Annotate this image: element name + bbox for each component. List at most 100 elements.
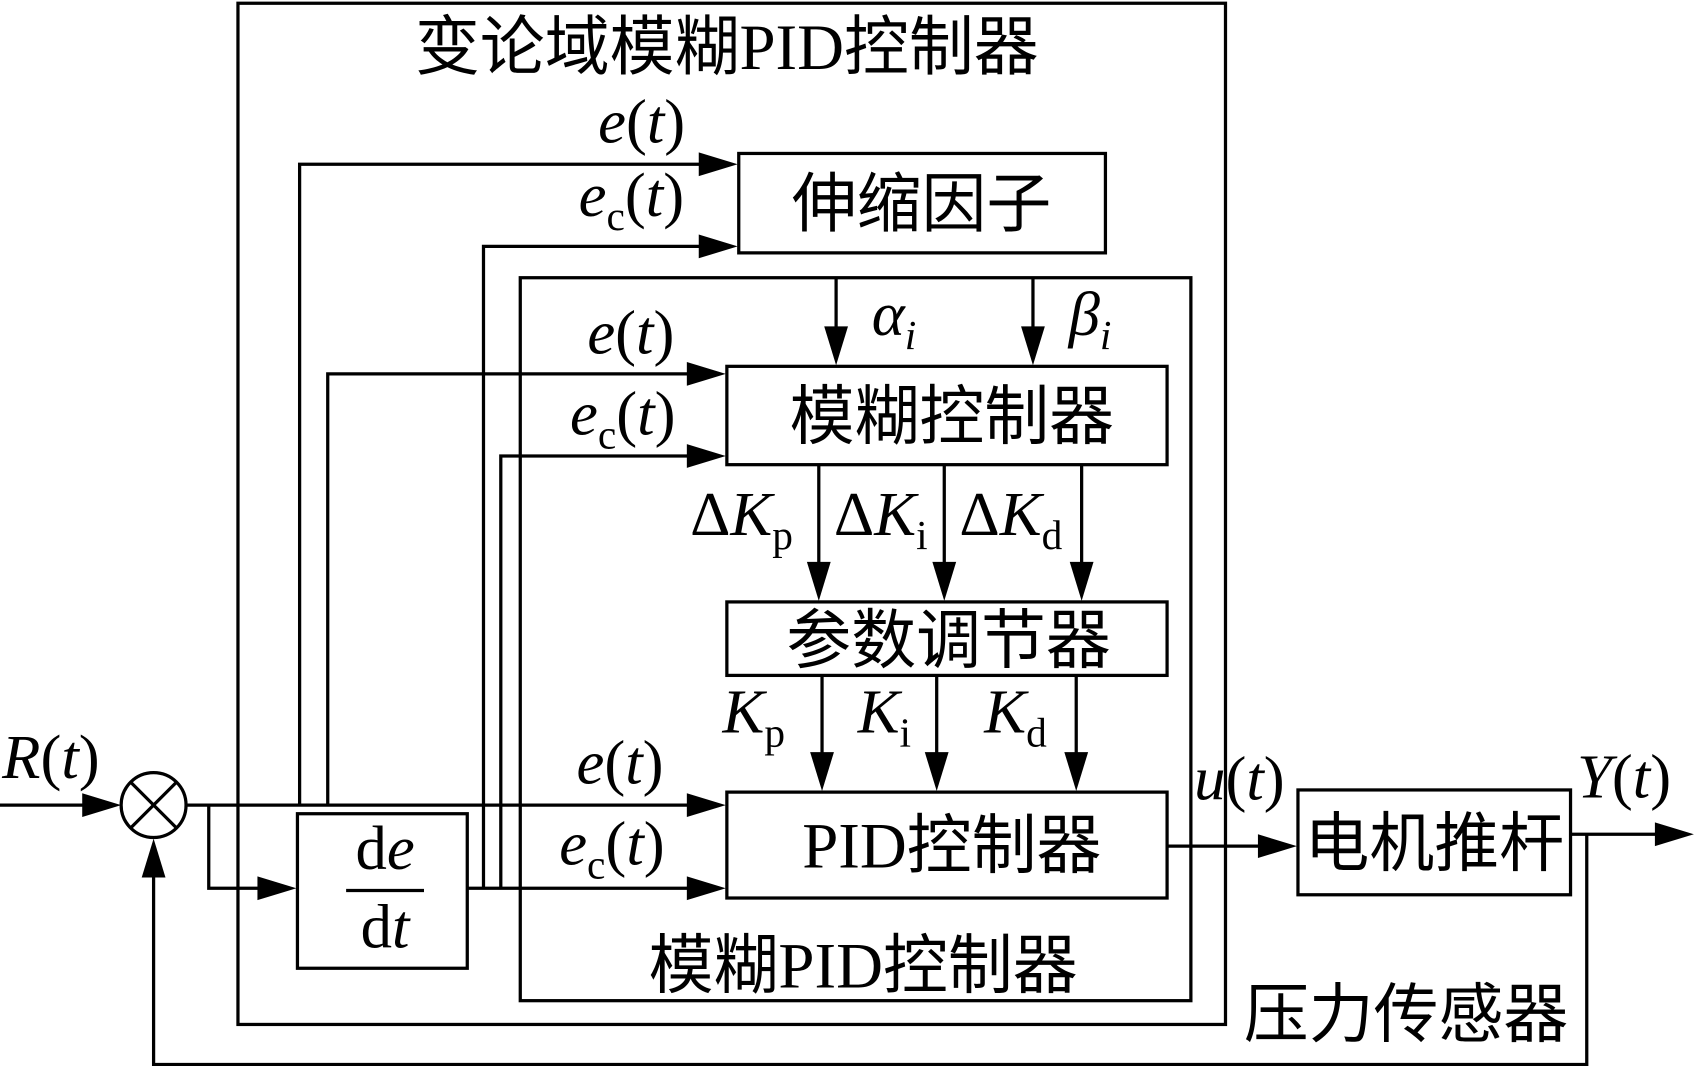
delta-kd-label: ΔKd: [959, 479, 1062, 558]
fuzzy-pid-controller-title: 模糊PID控制器: [649, 931, 1078, 1003]
parameter-adjuster-label: 参数调节器: [786, 605, 1110, 677]
block-labels: 变论域模糊PID控制器 伸缩因子 模糊控制器 参数调节器 PID控制器 模糊PI…: [415, 12, 1568, 1051]
label-variable: t: [1633, 742, 1652, 812]
label-subscript: d: [1026, 710, 1047, 756]
label-variable: t: [392, 892, 411, 962]
label-punctuation: ): [655, 378, 676, 448]
scaling-factor-label: 伸缩因子: [792, 169, 1052, 241]
label-punctuation: (: [625, 160, 646, 230]
error-rate-to-fuzzy-controller-wire: [499, 454, 714, 889]
label-variable: t: [626, 809, 645, 879]
beta-factor-label: βi: [1067, 279, 1112, 358]
signal-labels: de dt R(t) Y(t) u(t) e(t) ec(t) e(t) ec(…: [1, 87, 1671, 962]
error-to-differentiator-wire: [207, 805, 284, 890]
arrowhead-delta-kd: [1069, 561, 1094, 601]
label-variable: e: [387, 813, 415, 883]
arrowhead-error-rate-to-scaling-factor: [698, 234, 738, 259]
arrowhead-error-rate-to-pid: [686, 876, 726, 901]
error-to-scaling-factor-wire: [297, 162, 725, 806]
label-variable: t: [625, 727, 644, 797]
variable-universe-controller-title: 变论域模糊PID控制器: [415, 12, 1039, 84]
label-variable: t: [1246, 744, 1265, 814]
label-variable: t: [61, 722, 80, 792]
label-variable: K: [983, 677, 1029, 747]
label-punctuation: ): [643, 727, 664, 797]
label-variable: e: [598, 87, 626, 157]
alpha-factor-label: αi: [872, 279, 916, 358]
label-variable: t: [647, 87, 666, 157]
arrowhead-error-to-fuzzy-controller: [686, 362, 726, 386]
kp-label: Kp: [722, 677, 786, 756]
label-subscript: p: [772, 512, 793, 558]
label-operator: Δ: [690, 479, 730, 549]
label-variable: e: [587, 297, 615, 367]
label-punctuation: (: [626, 87, 647, 157]
variable-universe-controller-box: [236, 1, 1228, 1027]
arrowhead-system-output: [1654, 822, 1694, 847]
delta-ki-label: ΔKi: [834, 479, 928, 558]
error-to-fuzzy-controller-label: e(t): [587, 297, 674, 367]
label-subscript: c: [587, 842, 605, 888]
arrowhead-delta-ki: [932, 561, 957, 601]
scaling-factor-box: [737, 151, 1108, 255]
signal-wires: [0, 162, 1682, 1067]
arrowhead-ki: [924, 752, 949, 792]
label-variable: β: [1067, 279, 1101, 349]
arrowhead-kd: [1064, 752, 1089, 792]
label-punctuation: (: [1225, 744, 1246, 814]
label-variable: u: [1194, 744, 1225, 814]
label-punctuation: (: [616, 378, 637, 448]
fuzzy-pid-controller-box: [518, 276, 1193, 1003]
arrowhead-control-signal: [1257, 834, 1297, 859]
circled-times-icon: [119, 771, 188, 840]
ki-label: Ki: [857, 677, 911, 756]
differentiator-denominator: dt: [361, 892, 411, 962]
label-punctuation: ): [664, 87, 685, 157]
arrowheads: [82, 152, 1694, 901]
label-variable: e: [559, 809, 587, 879]
label-variable: K: [873, 479, 919, 549]
label-subscript: c: [607, 193, 625, 239]
label-punctuation: ): [663, 160, 684, 230]
arrowhead-error-to-scaling-factor: [698, 152, 738, 177]
label-punctuation: ): [1650, 742, 1671, 812]
label-punctuation: (: [1612, 742, 1633, 812]
differentiator-box: [295, 812, 469, 970]
label-variable: e: [579, 160, 607, 230]
error-to-fuzzy-controller-wire: [326, 372, 714, 806]
label-punctuation: (: [40, 722, 61, 792]
arrowhead-delta-kp: [806, 561, 831, 601]
label-operator: Δ: [834, 479, 874, 549]
arrowhead-error-to-pid: [686, 793, 726, 817]
system-output-label: Y(t): [1577, 742, 1671, 812]
label-punctuation: ): [644, 809, 665, 879]
summing-junction-cross-b: [129, 781, 178, 829]
feedback-wire: [151, 834, 1589, 1067]
label-operator: d: [355, 813, 386, 883]
label-variable: K: [999, 479, 1045, 549]
label-subscript: d: [1042, 512, 1063, 558]
label-index: i: [905, 312, 917, 358]
arrowhead-error-rate-to-fuzzy-controller: [686, 444, 726, 468]
label-variable: α: [872, 279, 906, 349]
label-variable: e: [570, 378, 598, 448]
error-rate-to-scaling-factor-wire: [481, 244, 725, 889]
pressure-sensor-label: 压力传感器: [1244, 979, 1568, 1051]
error-rate-to-pid-controller-label: ec(t): [559, 809, 664, 888]
label-variable: t: [646, 160, 665, 230]
label-subscript: p: [764, 710, 785, 756]
label-punctuation: (: [615, 297, 636, 367]
label-variable: K: [857, 677, 903, 747]
label-index: i: [1100, 312, 1112, 358]
label-subscript: i: [900, 710, 912, 756]
kd-label: Kd: [983, 677, 1047, 756]
arrowhead-reference-input: [82, 793, 122, 817]
arrowhead-feedback: [141, 838, 166, 878]
reference-input-label: R(t): [1, 722, 100, 792]
fuzzy-controller-label: 模糊控制器: [790, 382, 1114, 454]
error-to-pid-controller-label: e(t): [577, 727, 664, 797]
parameter-adjuster-box: [725, 600, 1169, 678]
error-rate-to-scaling-factor-label: ec(t): [579, 160, 684, 239]
error-rate-to-fuzzy-controller-label: ec(t): [570, 378, 675, 457]
label-punctuation: ): [1264, 744, 1285, 814]
